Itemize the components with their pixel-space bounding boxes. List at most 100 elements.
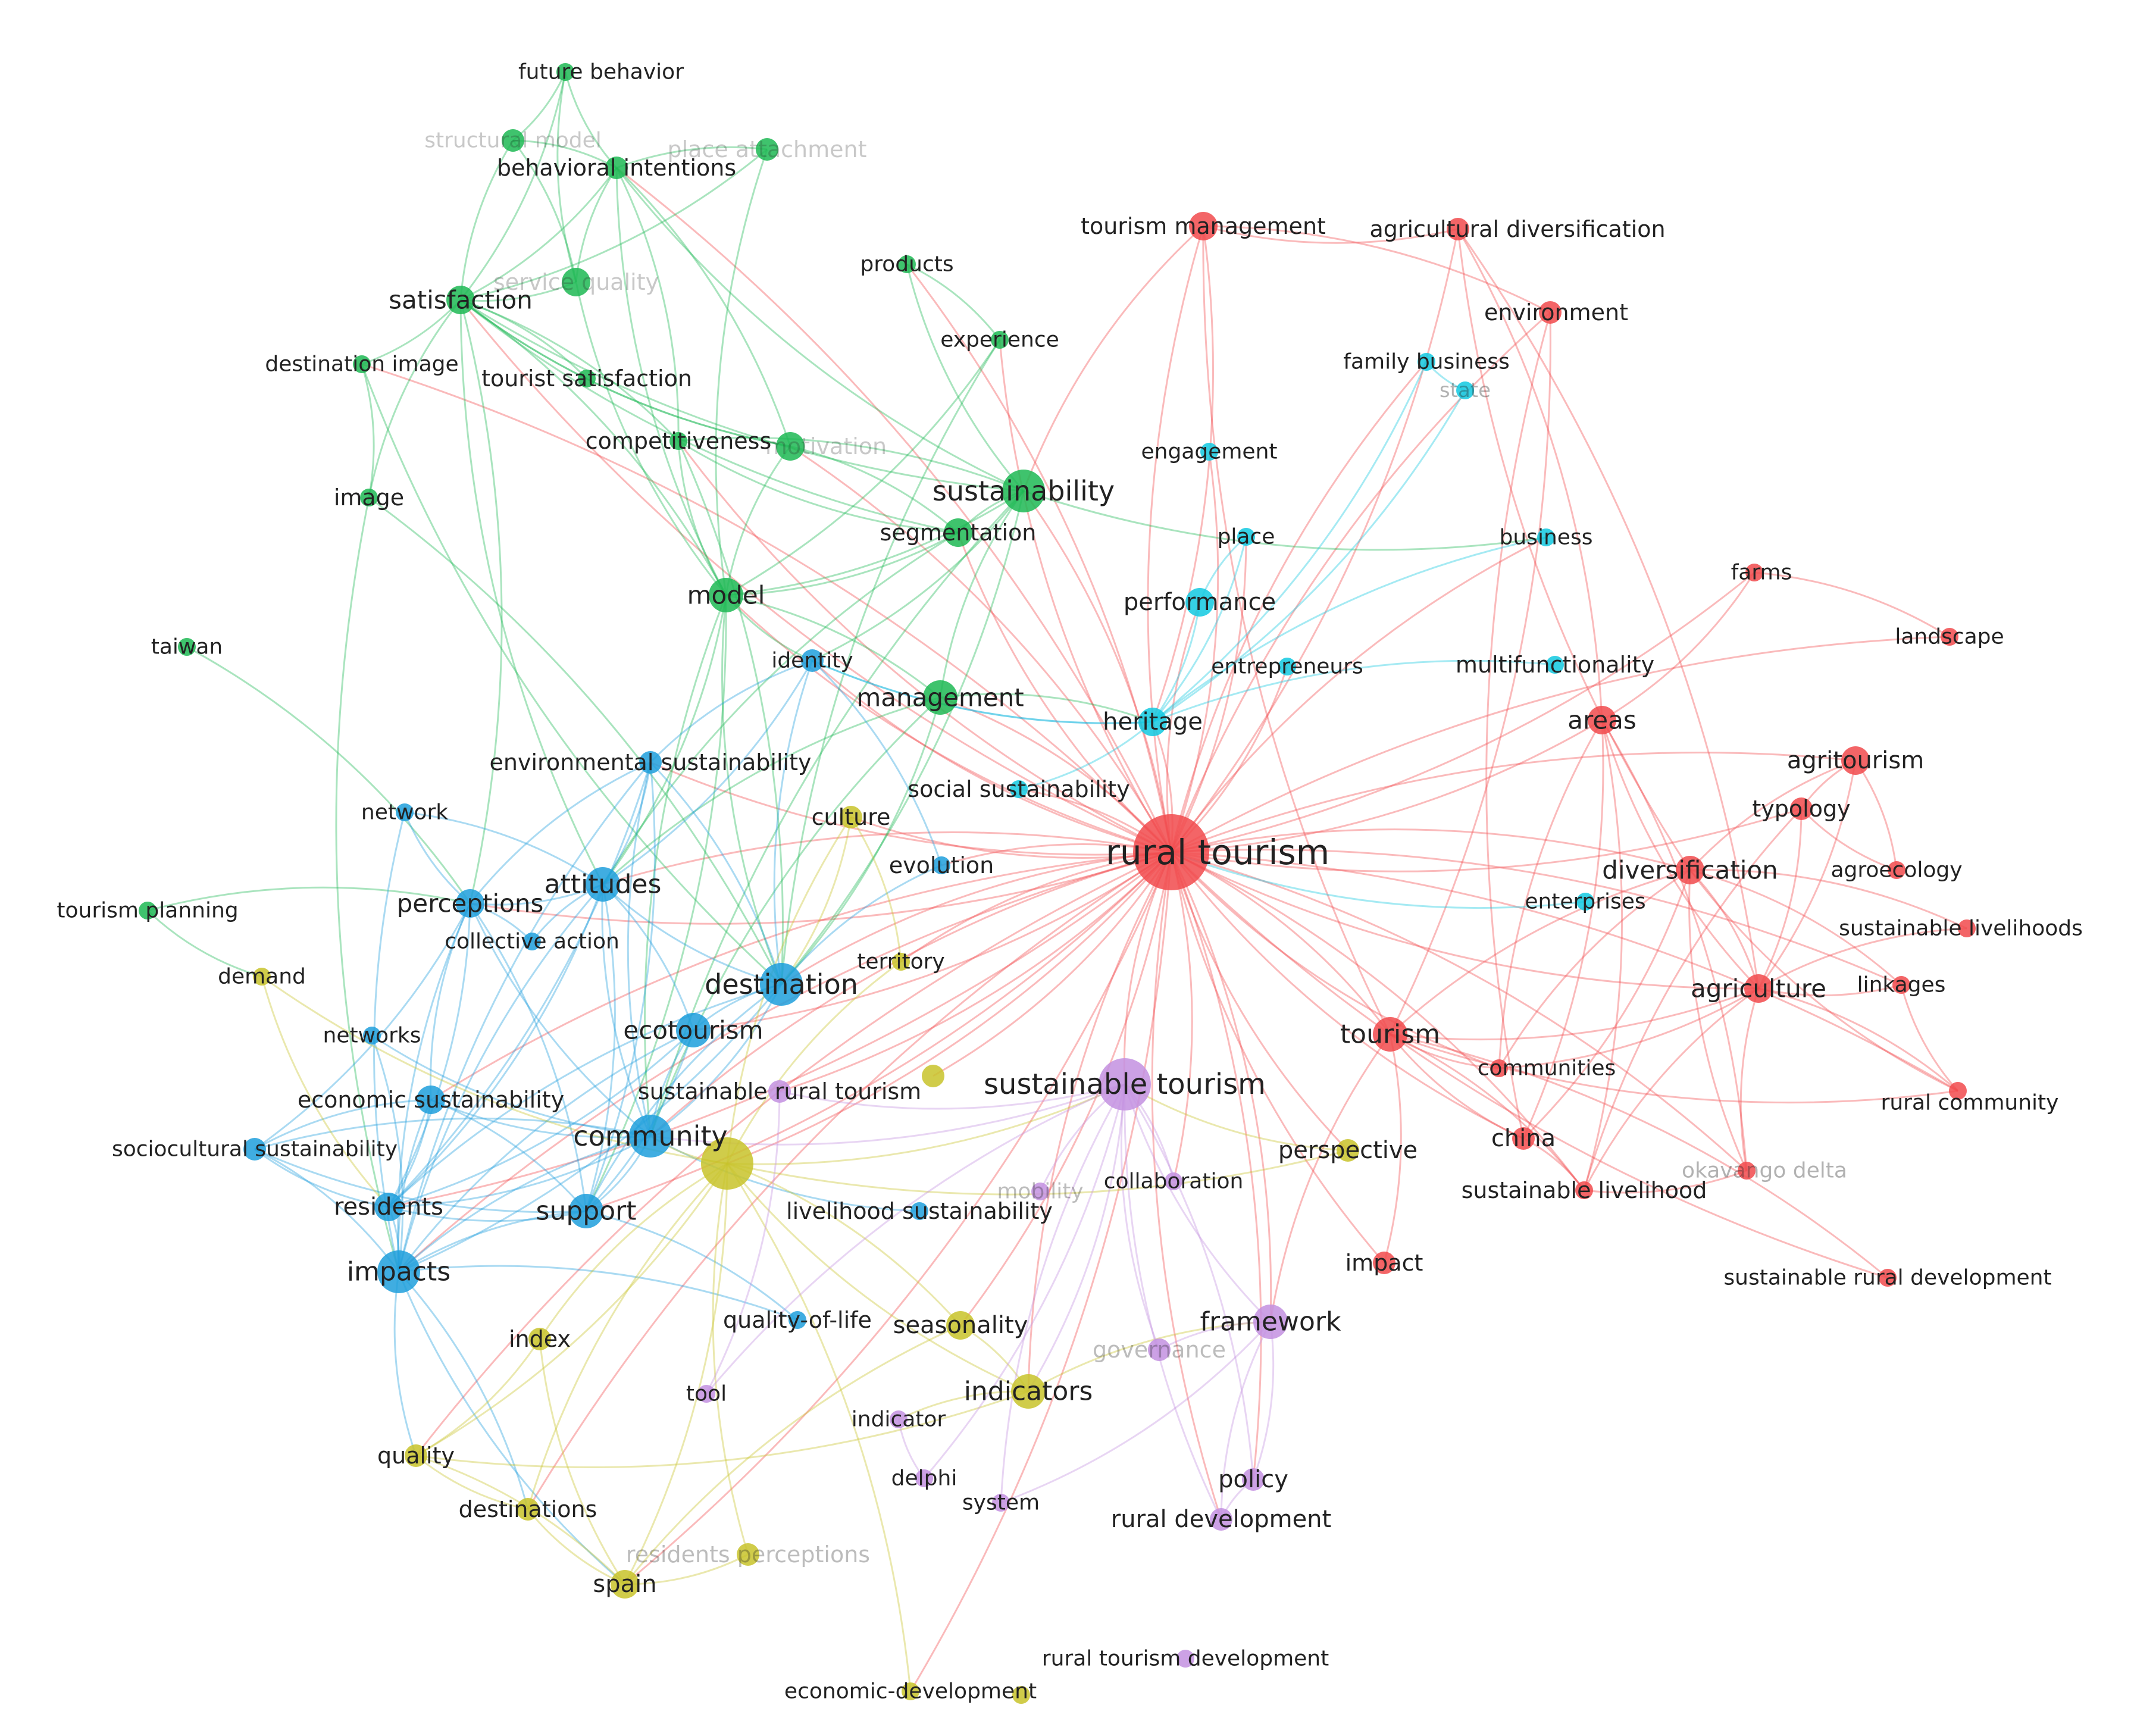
node-quality[interactable] xyxy=(405,1444,427,1467)
node-spain[interactable] xyxy=(611,1570,639,1599)
node-support[interactable] xyxy=(569,1194,603,1228)
node-competitiveness[interactable] xyxy=(669,432,687,450)
node-evolution[interactable] xyxy=(933,856,950,874)
node-segmentation[interactable] xyxy=(944,518,972,547)
node-demand[interactable] xyxy=(253,968,271,986)
node-indicators[interactable] xyxy=(1011,1374,1046,1409)
node-collaboration[interactable] xyxy=(1165,1172,1182,1190)
node-community[interactable] xyxy=(629,1115,672,1158)
node-sustainable-tourism[interactable] xyxy=(1099,1058,1151,1111)
node-diversification[interactable] xyxy=(1676,856,1704,884)
node-governance[interactable] xyxy=(1148,1338,1171,1361)
node-performance[interactable] xyxy=(1185,588,1214,617)
node-sustainable-rural-development[interactable] xyxy=(1879,1269,1897,1287)
node-yellow-bottom[interactable] xyxy=(1012,1686,1030,1704)
node-seasonality[interactable] xyxy=(946,1311,975,1340)
node-multifunctionality[interactable] xyxy=(1546,656,1564,674)
node-policy[interactable] xyxy=(1242,1468,1265,1491)
node-areas[interactable] xyxy=(1588,706,1616,734)
node-landscape[interactable] xyxy=(1941,628,1958,646)
link-rural-tourism-sustainable-rural-development xyxy=(1170,851,1888,1279)
node-network[interactable] xyxy=(396,803,414,821)
node-collective-action[interactable] xyxy=(523,933,541,950)
node-economic-sustainability[interactable] xyxy=(417,1086,445,1114)
node-sociocultural-sustainability[interactable] xyxy=(243,1138,266,1161)
node-communities[interactable] xyxy=(1490,1059,1508,1077)
node-residents[interactable] xyxy=(374,1193,403,1221)
node-framework[interactable] xyxy=(1253,1305,1288,1339)
node-okavango-delta[interactable] xyxy=(1738,1162,1756,1180)
node-rural-community[interactable] xyxy=(1949,1082,1967,1100)
node-typology[interactable] xyxy=(1790,797,1813,820)
node-index[interactable] xyxy=(528,1328,551,1350)
node-mobility[interactable] xyxy=(1031,1183,1049,1200)
link-sustainable-rural-tourism-tool xyxy=(705,1091,781,1394)
node-sustainability[interactable] xyxy=(1002,470,1045,512)
node-heritage[interactable] xyxy=(1138,708,1167,736)
node-sustainable-rural-tourism[interactable] xyxy=(768,1080,791,1103)
node-tourism[interactable] xyxy=(1373,1017,1407,1052)
node-farms[interactable] xyxy=(1745,564,1763,581)
node-taiwan[interactable] xyxy=(178,638,196,656)
node-tourist-satisfaction[interactable] xyxy=(578,370,596,387)
node-destination-image[interactable] xyxy=(353,355,371,373)
node-sustainable-development[interactable] xyxy=(701,1137,753,1190)
node-linkages[interactable] xyxy=(1892,976,1910,994)
node-agriculture[interactable] xyxy=(1744,974,1773,1003)
node-future-behavior[interactable] xyxy=(556,63,574,81)
node-tourism-management[interactable] xyxy=(1189,212,1218,240)
node-agroecology[interactable] xyxy=(1888,861,1905,879)
node-territory[interactable] xyxy=(892,953,910,971)
node-ecotourism[interactable] xyxy=(676,1013,711,1047)
node-destination[interactable] xyxy=(760,963,803,1006)
node-residents-perceptions[interactable] xyxy=(737,1543,759,1566)
node-engagement[interactable] xyxy=(1200,443,1218,461)
node-rural-tourism[interactable] xyxy=(1133,814,1209,890)
node-impacts[interactable] xyxy=(377,1250,420,1293)
node-products[interactable] xyxy=(898,255,916,273)
node-indicator[interactable] xyxy=(890,1410,908,1428)
node-agricultural-diversification[interactable] xyxy=(1447,218,1469,240)
node-system[interactable] xyxy=(992,1494,1010,1512)
node-sustainable-livelihoods[interactable] xyxy=(1958,919,1976,937)
node-impact[interactable] xyxy=(1373,1252,1395,1274)
node-culture[interactable] xyxy=(840,806,862,828)
node-quality-of-life[interactable] xyxy=(788,1311,806,1329)
node-networks[interactable] xyxy=(363,1027,381,1044)
node-agritourism[interactable] xyxy=(1841,746,1870,775)
node-structural-model[interactable] xyxy=(502,129,524,152)
node-environmental-sustainability[interactable] xyxy=(639,751,662,774)
node-environment[interactable] xyxy=(1539,301,1562,324)
node-place[interactable] xyxy=(1237,528,1255,546)
node-enterprises[interactable] xyxy=(1576,893,1594,911)
node-service-quality[interactable] xyxy=(562,268,590,296)
node-motivation[interactable] xyxy=(776,432,805,461)
node-family-business[interactable] xyxy=(1418,353,1435,371)
node-delphi[interactable] xyxy=(915,1469,933,1487)
node-identity[interactable] xyxy=(801,649,824,672)
node-model[interactable] xyxy=(709,578,743,612)
node-entrepreneurs[interactable] xyxy=(1278,658,1296,675)
node-experience[interactable] xyxy=(991,331,1009,349)
node-state[interactable] xyxy=(1456,381,1474,399)
node-attitudes[interactable] xyxy=(586,867,620,902)
node-rural-tourism-development[interactable] xyxy=(1176,1650,1194,1668)
node-management[interactable] xyxy=(923,680,958,715)
node-yellow-small[interactable] xyxy=(922,1065,944,1087)
node-image[interactable] xyxy=(360,489,378,506)
node-economic-development[interactable] xyxy=(902,1682,919,1700)
node-satisfaction[interactable] xyxy=(446,286,475,314)
node-china[interactable] xyxy=(1512,1127,1535,1150)
node-perspective[interactable] xyxy=(1337,1139,1359,1162)
node-sustainable-livelihood[interactable] xyxy=(1575,1181,1593,1199)
node-place-attachment[interactable] xyxy=(756,138,778,161)
node-social-sustainability[interactable] xyxy=(1010,780,1028,798)
node-business[interactable] xyxy=(1537,528,1555,546)
node-rural-development[interactable] xyxy=(1210,1508,1232,1531)
node-destinations[interactable] xyxy=(517,1498,539,1521)
node-behavioral-intentions[interactable] xyxy=(605,157,628,179)
node-tourism-planning[interactable] xyxy=(139,902,157,919)
node-tool[interactable] xyxy=(697,1385,715,1403)
node-livelihood-sustainability[interactable] xyxy=(910,1202,928,1220)
node-perceptions[interactable] xyxy=(456,889,484,918)
